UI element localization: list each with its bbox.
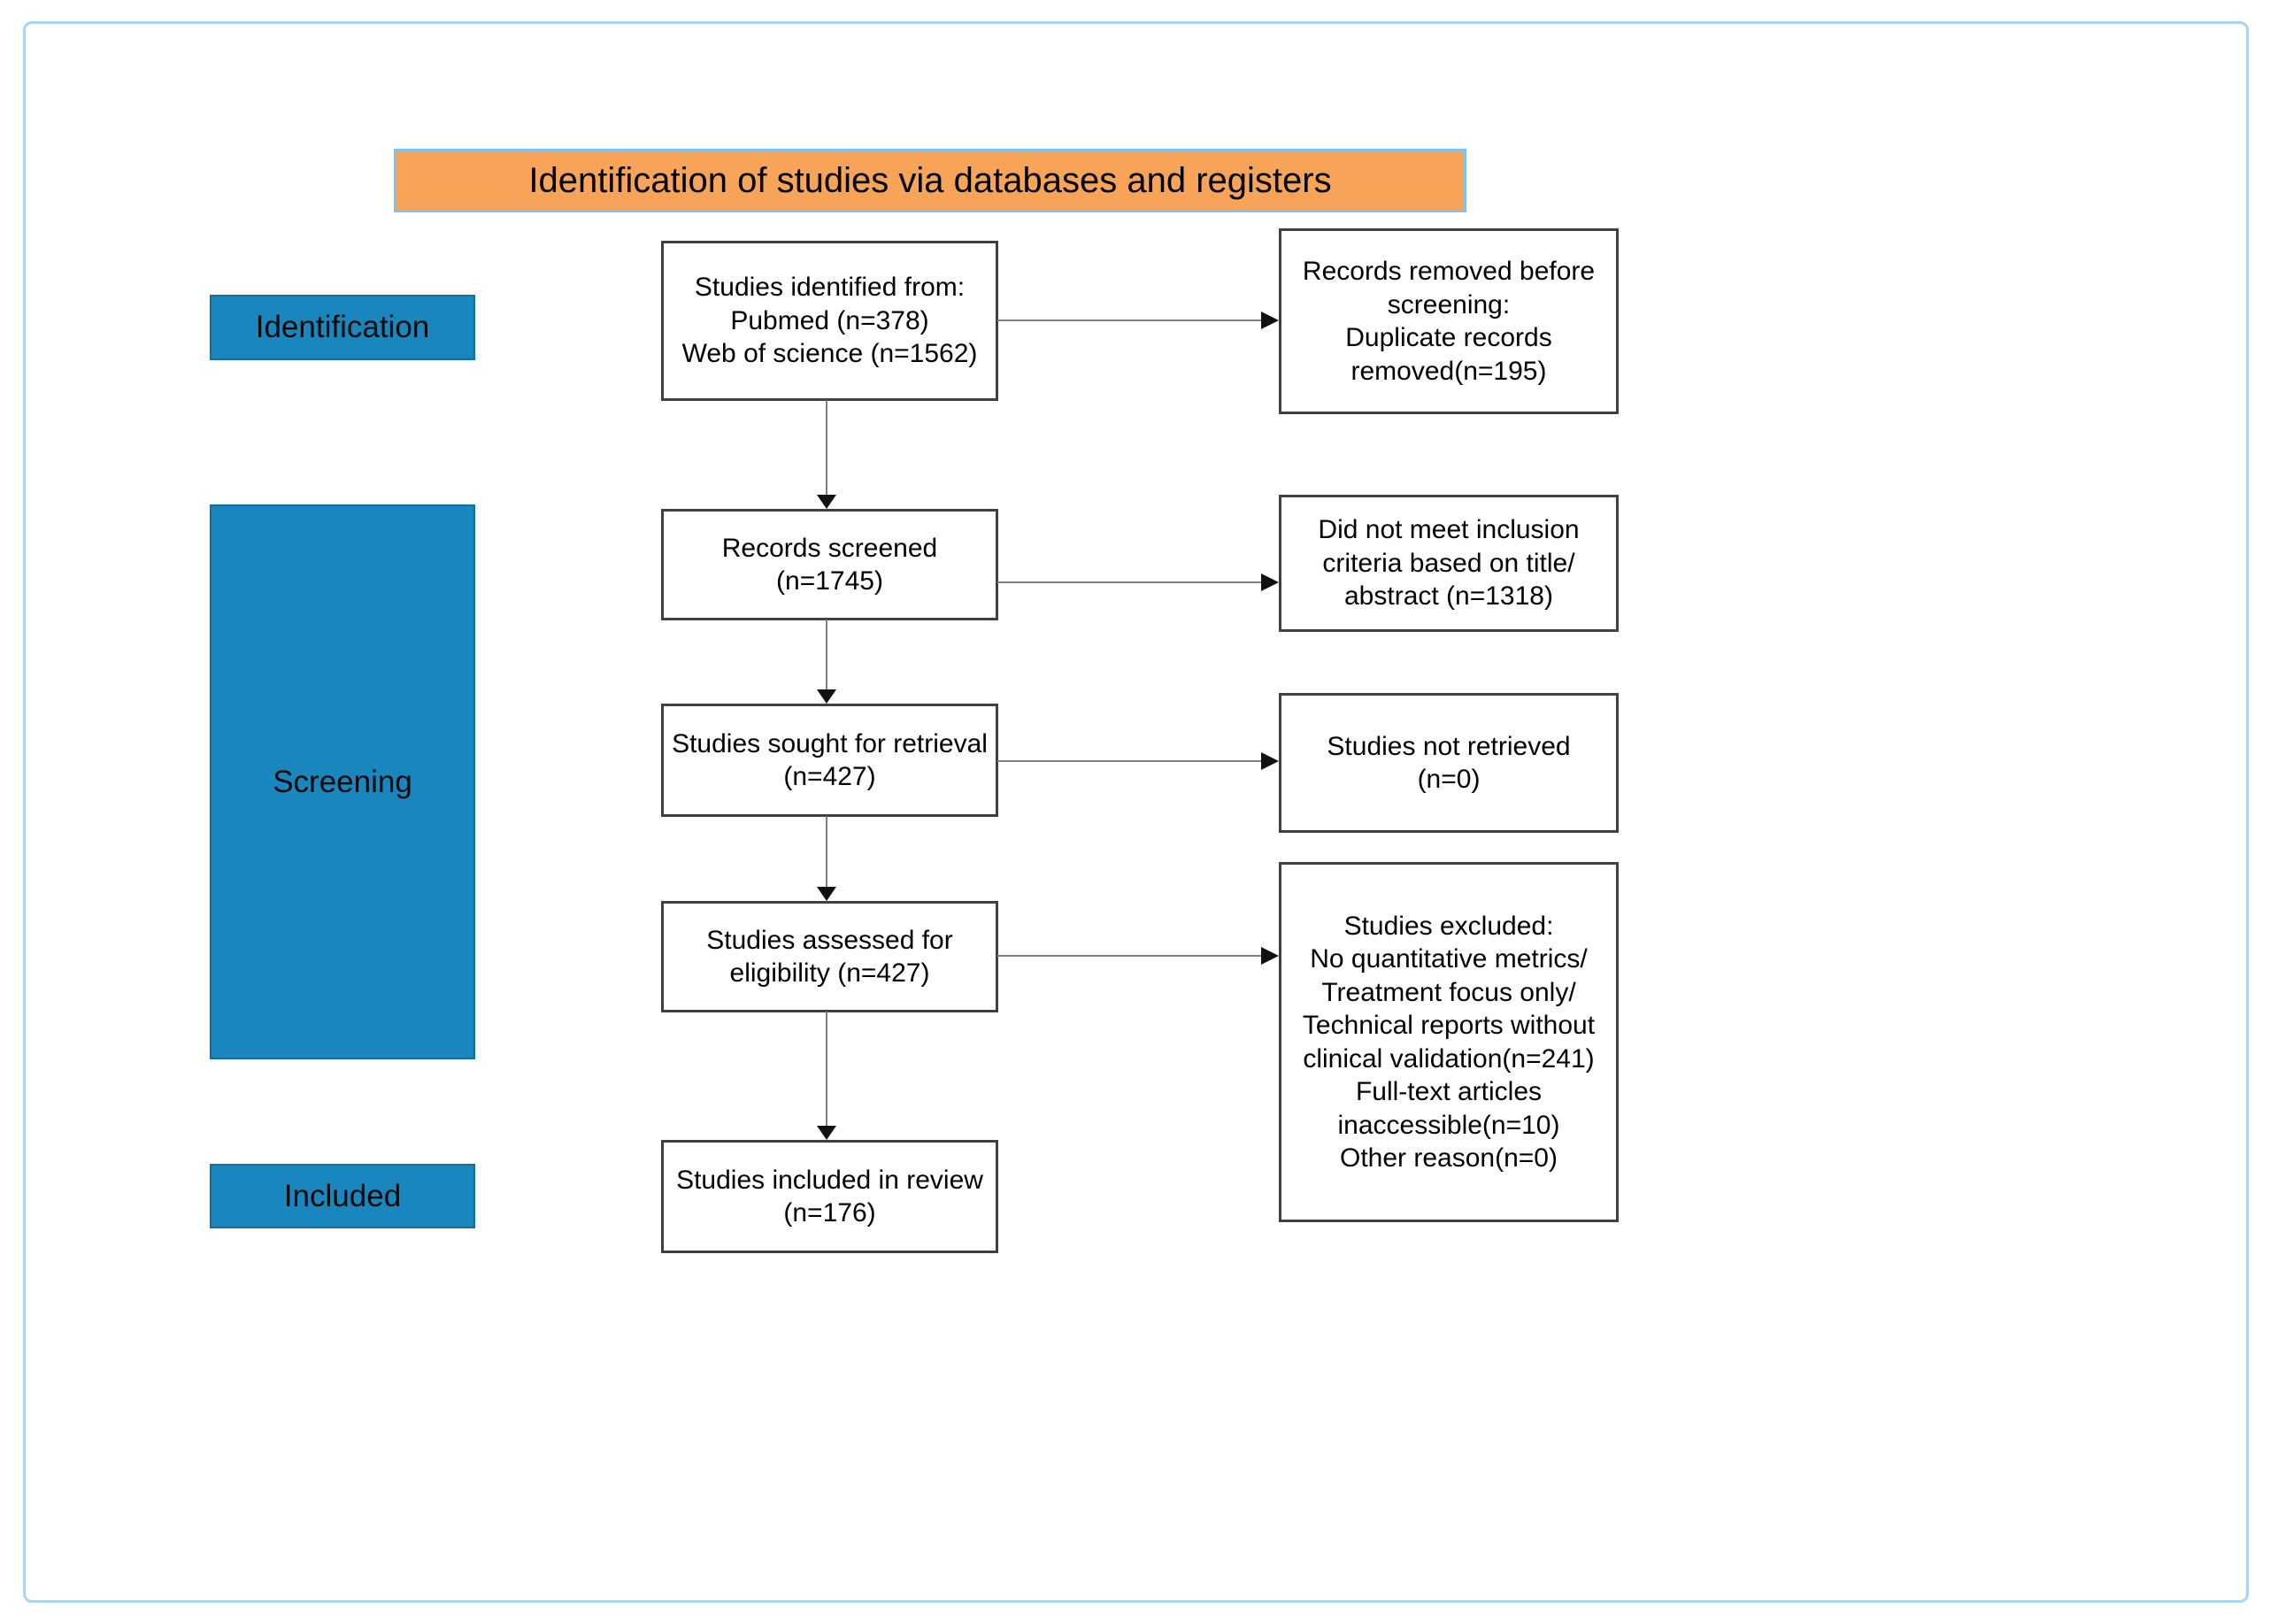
flow-box-studies-included-text: Studies included in review (n=176) xyxy=(676,1165,983,1228)
diagram-title: Identification of studies via databases … xyxy=(528,160,1332,200)
exclusion-box-records-removed: Records removed before screening: Duplic… xyxy=(1279,228,1619,414)
connector-line-identified-to-removed xyxy=(997,319,1265,321)
flow-box-studies-identified-text: Studies identified from: Pubmed (n=378) … xyxy=(681,273,978,369)
flow-box-studies-sought-text: Studies sought for retrieval (n=427) xyxy=(672,728,988,792)
connector-line-assessed-to-included xyxy=(826,1012,827,1127)
stage-screening: Screening xyxy=(210,504,475,1059)
exclusion-box-criteria-not-met: Did not meet inclusion criteria based on… xyxy=(1279,495,1619,632)
arrow-down-icon xyxy=(817,1126,836,1140)
diagram-title-banner: Identification of studies via databases … xyxy=(394,149,1466,212)
arrow-right-icon xyxy=(1261,752,1279,770)
exclusion-box-not-retrieved-text: Studies not retrieved (n=0) xyxy=(1327,731,1571,795)
exclusion-box-studies-excluded: Studies excluded: No quantitative metric… xyxy=(1279,862,1619,1222)
flow-box-studies-included: Studies included in review (n=176) xyxy=(661,1140,998,1253)
stage-identification-label: Identification xyxy=(255,310,430,344)
connector-line-screened-to-sought xyxy=(826,620,827,690)
connector-line-sought-to-not-retrieved xyxy=(997,760,1265,762)
flow-box-studies-sought: Studies sought for retrieval (n=427) xyxy=(661,704,998,817)
exclusion-box-studies-excluded-text: Studies excluded: No quantitative metric… xyxy=(1302,911,1596,1174)
exclusion-box-not-retrieved: Studies not retrieved (n=0) xyxy=(1279,693,1619,833)
flow-box-studies-assessed-text: Studies assessed for eligibility (n=427) xyxy=(706,925,953,989)
arrow-down-icon xyxy=(817,495,836,509)
connector-line-identified-to-screened xyxy=(826,400,827,496)
arrow-right-icon xyxy=(1261,573,1279,591)
stage-identification: Identification xyxy=(210,295,475,360)
arrow-right-icon xyxy=(1261,312,1279,329)
exclusion-box-records-removed-text: Records removed before screening: Duplic… xyxy=(1302,257,1596,386)
flow-box-studies-identified: Studies identified from: Pubmed (n=378) … xyxy=(661,241,998,401)
connector-line-assessed-to-excluded xyxy=(997,955,1265,957)
stage-screening-label: Screening xyxy=(273,764,412,799)
stage-included-label: Included xyxy=(283,1178,402,1213)
arrow-down-icon xyxy=(817,689,836,704)
flow-box-records-screened-text: Records screened (n=1745) xyxy=(721,533,938,596)
connector-line-screened-to-criteria xyxy=(997,581,1265,583)
stage-included: Included xyxy=(210,1164,475,1228)
connector-line-sought-to-assessed xyxy=(826,816,827,889)
exclusion-box-criteria-not-met-text: Did not meet inclusion criteria based on… xyxy=(1318,515,1580,612)
arrow-down-icon xyxy=(817,887,836,901)
flow-box-studies-assessed: Studies assessed for eligibility (n=427) xyxy=(661,901,998,1012)
arrow-right-icon xyxy=(1261,947,1279,965)
figure-border xyxy=(23,21,2249,1603)
flow-box-records-screened: Records screened (n=1745) xyxy=(661,509,998,620)
